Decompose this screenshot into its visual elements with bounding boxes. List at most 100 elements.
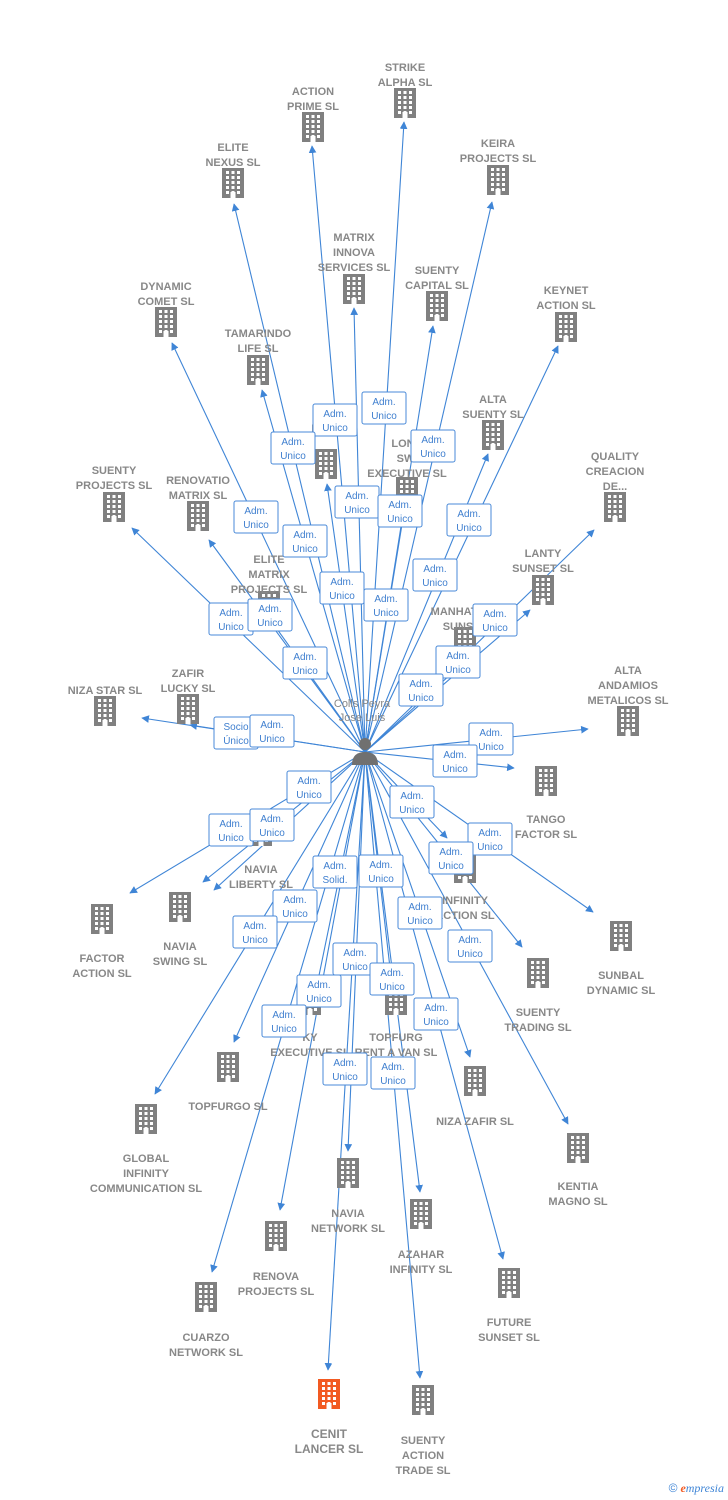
role-badge[interactable]: Adm.Unico [363,588,409,622]
badge-text: Adm. [343,948,366,959]
badge-text: Adm. [400,791,423,802]
role-badge[interactable]: Adm.Unico [377,494,423,528]
badge-text: Unico [329,591,355,602]
role-badge[interactable]: Adm.Unico [334,485,380,519]
building-icon [464,1066,486,1096]
role-badge[interactable]: Adm.Unico [432,744,478,778]
edge-matrix-innova [350,307,366,753]
role-badge[interactable]: Adm.Unico [369,962,415,996]
building-icon [222,168,244,198]
role-badge[interactable]: Adm.Unico [233,500,279,534]
role-badge[interactable]: Adm.Unico [412,558,458,592]
role-badge[interactable]: Adm.Unico [358,854,404,888]
copyright-symbol: © [668,1481,678,1495]
role-badge[interactable]: Adm.Unico [446,503,492,537]
company-node-topfurgo[interactable]: TOPFURGO SL [188,1052,268,1113]
role-badge[interactable]: Adm.Unico [322,1052,368,1086]
badge-text: Adm. [479,728,502,739]
role-badge[interactable]: Adm.Unico [410,429,456,463]
role-badge[interactable]: Adm.Unico [282,524,328,558]
badge-text: Unico [478,742,504,753]
role-badge[interactable]: Adm.Unico [428,841,474,875]
role-badge[interactable]: Adm.Unico [398,673,444,707]
badge-text: Unico [387,514,413,525]
role-badge[interactable]: Adm.Unico [261,1004,307,1038]
role-badge[interactable]: Adm.Solid. [312,855,358,889]
role-badge[interactable]: Adm.Unico [296,974,342,1008]
badge-text: Adm. [374,594,397,605]
role-badge[interactable]: Adm. Unico [468,722,514,756]
role-badge[interactable]: Adm.Unico [208,602,254,636]
role-badge[interactable]: Adm.Unico [361,391,407,425]
company-node-niza-zafir[interactable]: NIZA ZAFIR SL [436,1066,514,1128]
role-badge[interactable]: Adm.Unico [286,770,332,804]
role-badge[interactable]: Adm.Unico [447,929,493,963]
badge-text: Adm. [260,814,283,825]
role-badge[interactable]: Adm.Unico [435,645,481,679]
building-icon [318,1379,340,1409]
role-badge[interactable]: Adm.Unico [247,598,293,632]
role-badge[interactable]: Adm.Unico [397,896,443,930]
role-badge[interactable]: Adm.Unico [232,915,278,949]
brand-footer[interactable]: © empresia [669,1481,724,1496]
role-badge[interactable]: Adm.Unico [413,997,459,1031]
building-icon [610,921,632,951]
role-badge[interactable]: Adm.Unico [312,403,358,437]
role-badge[interactable]: Adm.Unico [282,646,328,680]
role-badge[interactable]: Adm.Unico [332,942,378,976]
role-badge[interactable]: Adm.Unico [270,431,316,465]
role-badge[interactable]: Adm.Unico [472,603,518,637]
role-badge[interactable]: Adm.Unico [208,813,254,847]
role-badge[interactable]: Adm.Unico [272,889,318,923]
badge-text: Unico [271,1024,297,1035]
badge-text: Adm. [478,828,501,839]
company-node-niza-star[interactable]: NIZA STAR SL [68,685,143,726]
person-icon [352,738,378,765]
role-badge[interactable]: Adm.Unico [389,785,435,819]
brand-logo-rest: mpresia [685,1481,724,1495]
building-icon [315,449,337,479]
role-badge[interactable]: Adm.Unico [467,822,513,856]
role-badge[interactable]: Adm.Unico [370,1056,416,1090]
role-badge[interactable]: Adm.Unico [249,714,295,748]
role-badge[interactable]: Adm.Unico [319,571,365,605]
role-badge[interactable]: Adm.Unico [249,808,295,842]
